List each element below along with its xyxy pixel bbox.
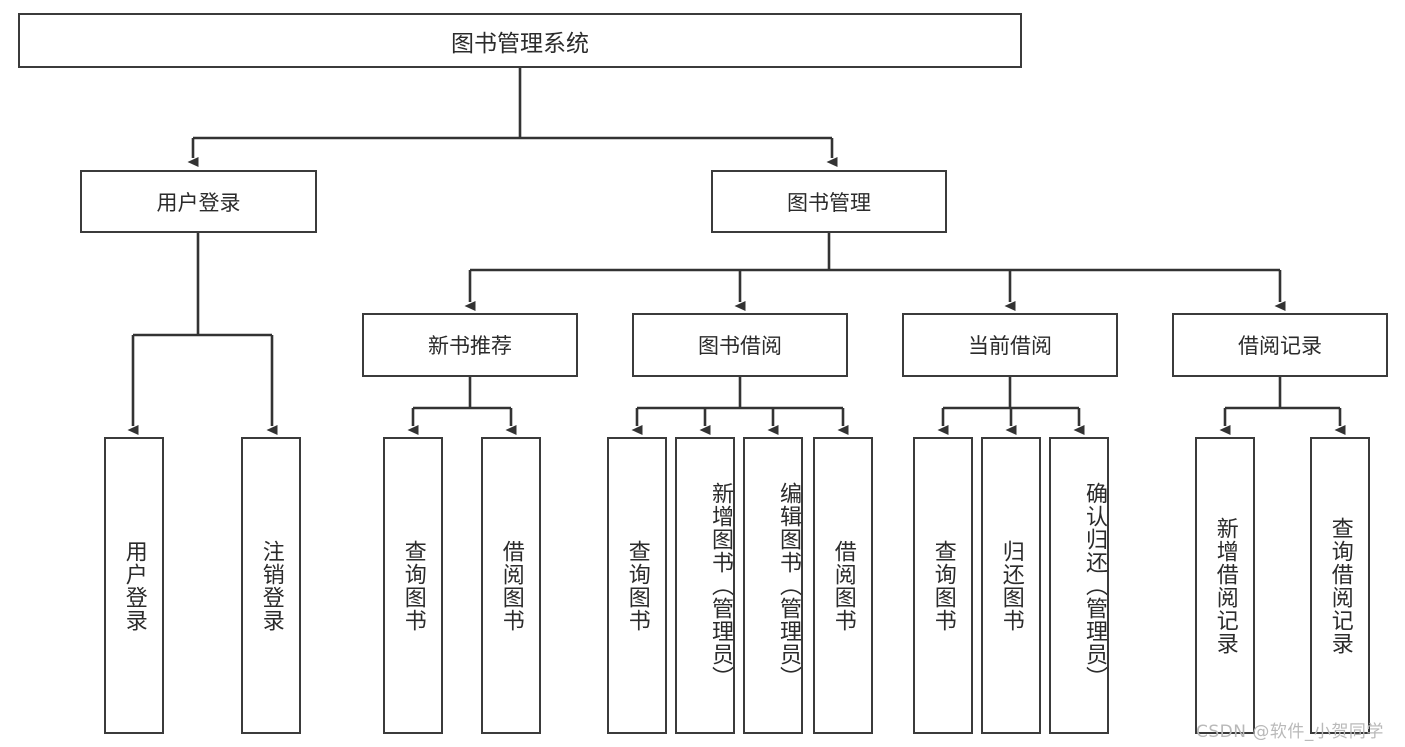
- node-root-system[interactable]: 图书管理系统: [18, 13, 1022, 68]
- leaf-current-borrow-query[interactable]: 查询图书: [913, 437, 973, 734]
- leaf-current-borrow-return[interactable]: 归还图书: [981, 437, 1041, 734]
- leaf-book-borrow-add[interactable]: 新增图书（管理员）: [675, 437, 735, 734]
- leaf-current-borrow-confirm-return[interactable]: 确认归还（管理员）: [1049, 437, 1109, 734]
- node-current-borrow[interactable]: 当前借阅: [902, 313, 1118, 377]
- leaf-book-borrow-query[interactable]: 查询图书: [607, 437, 667, 734]
- leaf-book-borrow-edit[interactable]: 编辑图书（管理员）: [743, 437, 803, 734]
- leaf-borrow-record-query[interactable]: 查询借阅记录: [1310, 437, 1370, 734]
- csdn-watermark: CSDN @软件_小贺同学: [1196, 722, 1384, 742]
- node-user-login[interactable]: 用户登录: [80, 170, 317, 233]
- node-borrow-record[interactable]: 借阅记录: [1172, 313, 1388, 377]
- leaf-user-login-login[interactable]: 用户登录: [104, 437, 164, 734]
- leaf-book-borrow-borrow[interactable]: 借阅图书: [813, 437, 873, 734]
- leaf-borrow-record-add[interactable]: 新增借阅记录: [1195, 437, 1255, 734]
- node-book-borrow[interactable]: 图书借阅: [632, 313, 848, 377]
- leaf-new-book-borrow[interactable]: 借阅图书: [481, 437, 541, 734]
- leaf-new-book-query[interactable]: 查询图书: [383, 437, 443, 734]
- leaf-user-login-logout[interactable]: 注销登录: [241, 437, 301, 734]
- node-new-book-recommend[interactable]: 新书推荐: [362, 313, 578, 377]
- node-book-management[interactable]: 图书管理: [711, 170, 947, 233]
